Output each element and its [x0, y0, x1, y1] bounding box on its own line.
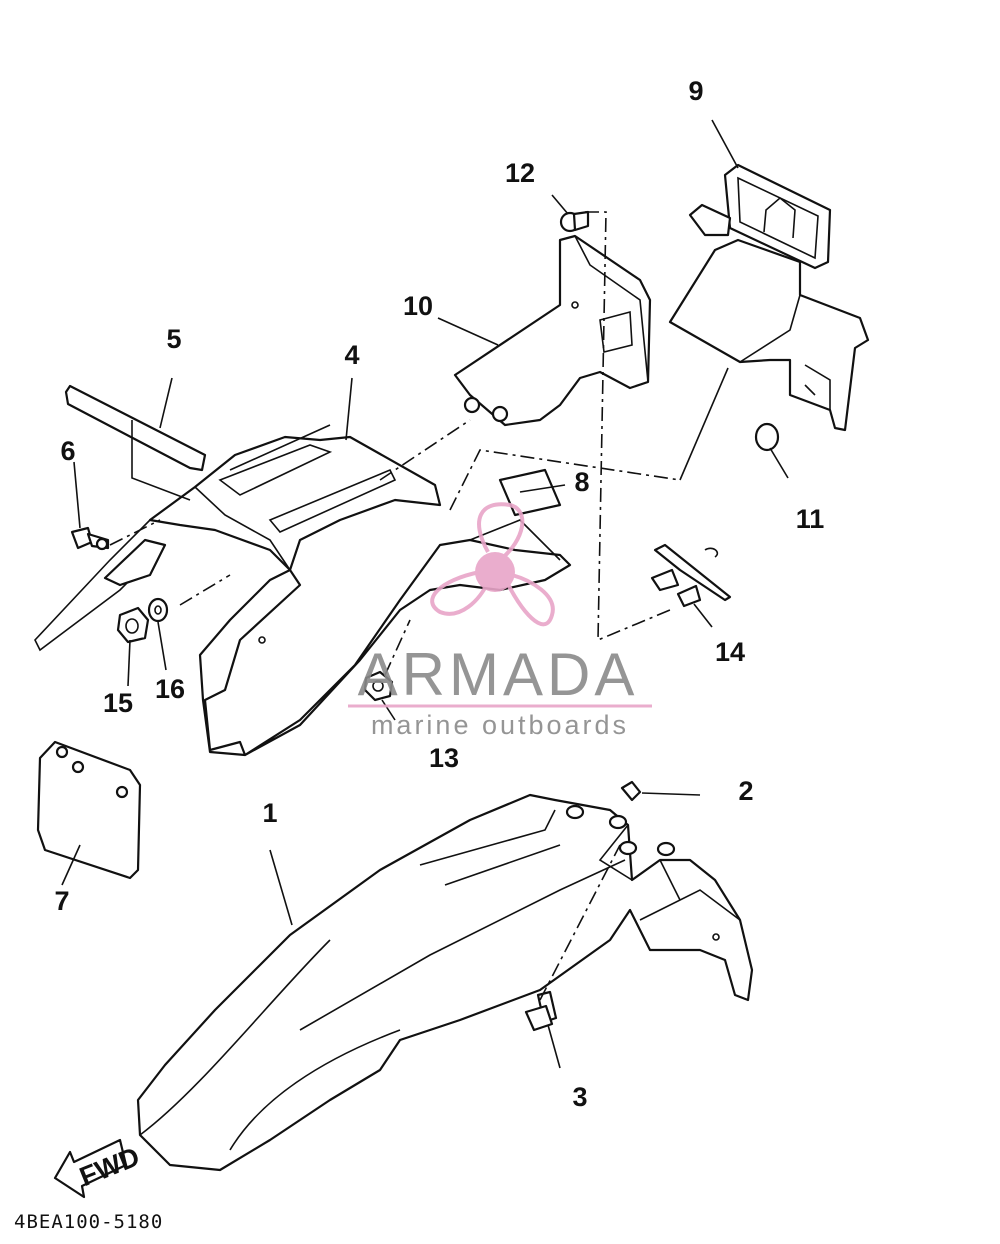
part-14-bolts: [650, 543, 732, 608]
callout-11: 11: [796, 504, 825, 534]
watermark-brand: ARMADA: [358, 641, 639, 708]
callout-6: 6: [60, 436, 75, 466]
callout-8: 8: [574, 467, 589, 497]
part-13-nut: [363, 670, 394, 702]
callout-4: 4: [344, 340, 359, 370]
callout-10: 10: [403, 291, 433, 321]
part-12-screw: [559, 210, 590, 233]
callout-13: 13: [429, 743, 459, 773]
callout-5: 5: [166, 324, 181, 354]
part-3-bolt: [524, 990, 558, 1032]
leader-lines: [61, 119, 789, 1069]
watermark-tagline: marine outboards: [371, 710, 629, 740]
watermark: ARMADA marine outboards: [348, 502, 652, 740]
part-4-rear-fender: [34, 424, 572, 757]
callout-9: 9: [688, 76, 703, 106]
callout-7: 7: [54, 886, 69, 916]
part-2-washer: [620, 780, 642, 802]
callout-14: 14: [715, 637, 745, 667]
callout-15: 15: [103, 688, 133, 718]
part-16-washer: [147, 597, 169, 623]
callout-12: 12: [505, 158, 535, 188]
propeller-logo-icon: [430, 502, 555, 627]
part-7-plate: [36, 740, 142, 880]
part-1-front-fender: [136, 793, 754, 1172]
assembly-lines: [109, 211, 681, 1001]
part-11-cap: [754, 422, 780, 452]
diagram-code: 4BEA100-5180: [14, 1211, 163, 1233]
part-5-seat-strip: [64, 384, 207, 472]
propeller-hub-icon: [475, 552, 515, 592]
callouts: 1 2 3 4 5 6 7 8 9 10 11 12 13 14 15 16: [54, 76, 824, 1112]
part-10-bracket: [453, 234, 652, 427]
callout-3: 3: [572, 1082, 587, 1112]
part-15-nut: [116, 606, 150, 644]
part-9-plate-bracket: [668, 163, 870, 432]
part-8-decal: [498, 468, 562, 517]
callout-1: 1: [262, 798, 277, 828]
fwd-arrow: FWD: [53, 1138, 144, 1199]
callout-2: 2: [738, 776, 753, 806]
part-6-bolt: [70, 526, 110, 551]
callout-16: 16: [155, 674, 185, 704]
